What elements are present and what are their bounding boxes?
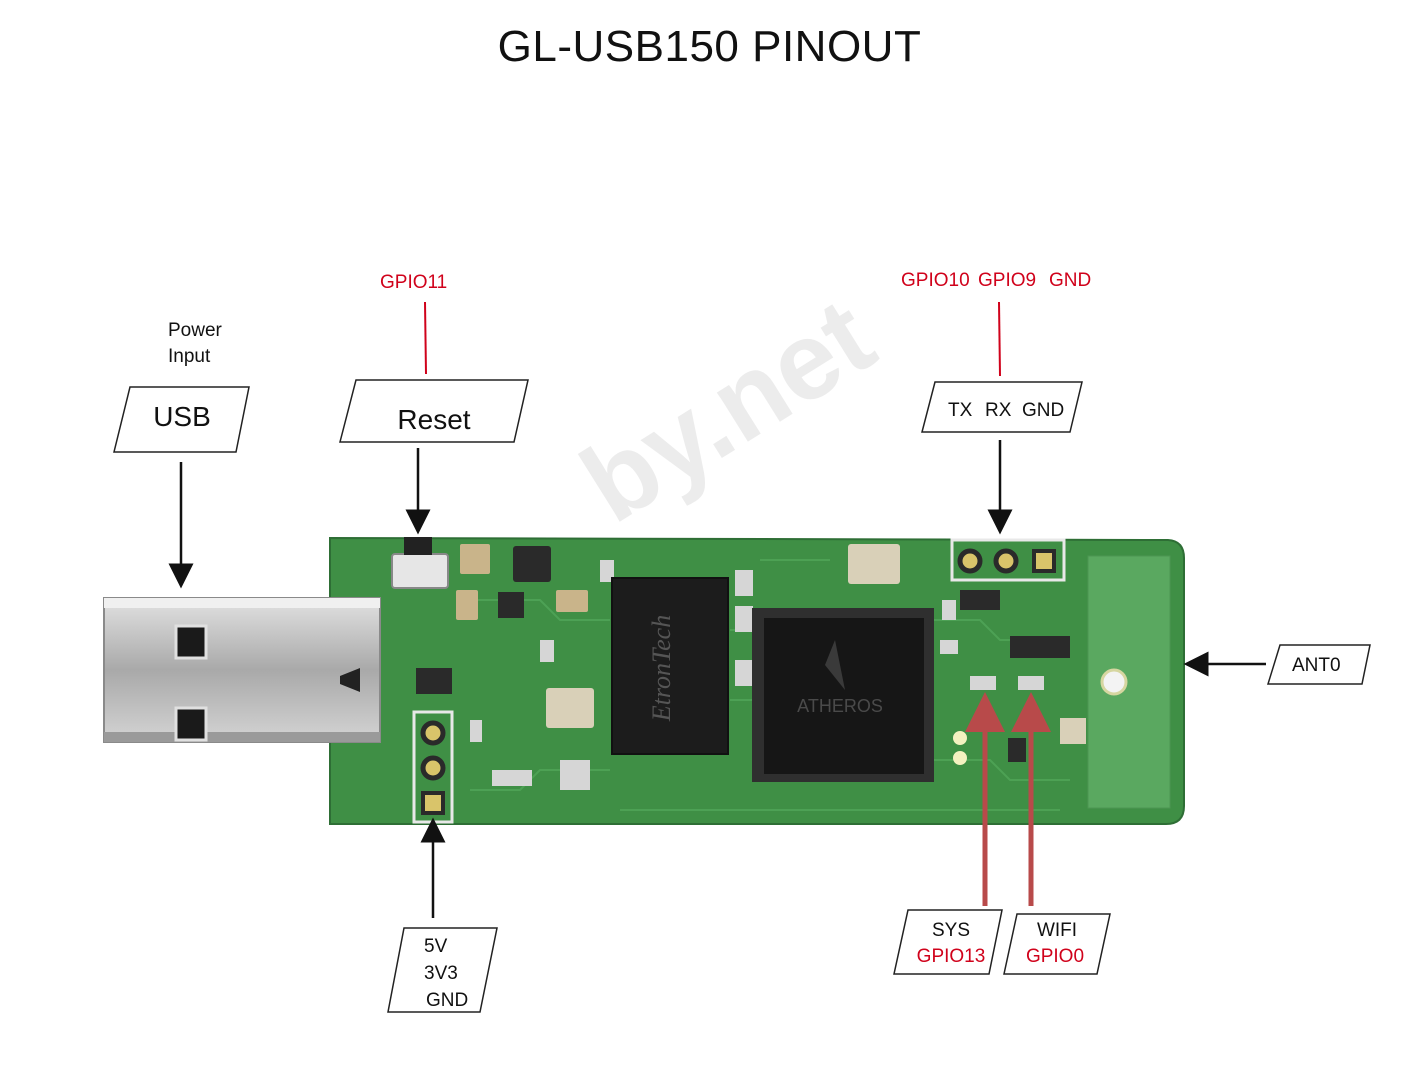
memory-chip [611, 577, 729, 755]
ant0-label: ANT0 [1292, 655, 1341, 676]
power-5v-label: 5V [424, 936, 448, 957]
reset-box [339, 379, 529, 443]
memory-chip-label: EtronTech [647, 615, 676, 722]
uart-gpio10-label: GPIO10 [901, 270, 970, 291]
reset-gpio-label: GPIO11 [380, 272, 448, 293]
sys-box [893, 909, 1003, 975]
power-input-label-line2: Input [168, 346, 211, 367]
uart-gnd-label: GND [1049, 270, 1092, 291]
power-input-label-line1: Power [168, 320, 222, 341]
reset-gpio-leader [424, 301, 427, 375]
uart-box-gnd-label: GND [1022, 400, 1065, 421]
power-3v3-label: 3V3 [424, 963, 458, 984]
uart-pin-header [950, 538, 1066, 582]
antenna-hole [1100, 668, 1128, 696]
power-pins-box [387, 927, 498, 1013]
reset-label: Reset [397, 404, 471, 435]
wifi-label: WIFI [1036, 920, 1078, 941]
uart-tx-label: TX [948, 400, 973, 421]
uart-box [921, 381, 1083, 433]
wifi-box [1003, 913, 1111, 975]
antenna-area [1087, 555, 1171, 809]
soc-chip [764, 618, 924, 774]
uart-gpio9-label: GPIO9 [978, 270, 1037, 291]
uart-rx-label: RX [985, 400, 1012, 421]
pcb-board: EtronTech ATHEROS [329, 536, 1185, 825]
sys-label: SYS [931, 920, 971, 941]
usb-connector [103, 597, 381, 743]
wifi-gpio-label: GPIO0 [1025, 946, 1085, 967]
power-gnd-label: GND [426, 990, 469, 1011]
sys-gpio-label: GPIO13 [916, 946, 986, 967]
page-title: GL-USB150 PINOUT [497, 22, 922, 71]
soc-chip-label: ATHEROS [797, 696, 883, 716]
ant0-box [1266, 644, 1371, 685]
usb-box [113, 386, 250, 453]
uart-gpio-leader [998, 301, 1001, 377]
usb-label: USB [153, 401, 211, 432]
reset-switch [391, 553, 449, 589]
